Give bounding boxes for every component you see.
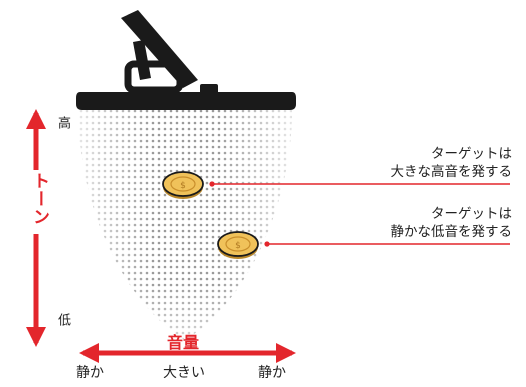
- tone-low-label: 低: [55, 313, 70, 326]
- callout-line1: ターゲットは: [431, 146, 512, 162]
- svg-text:$: $: [180, 181, 186, 191]
- tone-high-label: 高: [55, 116, 70, 129]
- tone-axis-arrow: [26, 109, 46, 347]
- callout-line1: ターゲットは: [431, 206, 512, 222]
- coin-icon: $: [217, 231, 259, 259]
- metal-detector-coil-icon: [76, 10, 296, 110]
- volume-left-label: 静か: [76, 365, 104, 381]
- callout-lines: [209, 181, 510, 247]
- tone-axis-title: トーン: [29, 172, 49, 226]
- volume-axis-title: 音量: [167, 333, 200, 352]
- coin-icon: $: [162, 171, 204, 199]
- callout-line2: 静かな低音を発する: [390, 224, 513, 240]
- detection-field: [78, 108, 292, 340]
- callout-line2: 大きな高音を発する: [390, 164, 513, 180]
- callout-low-tone: ターゲットは 静かな低音を発する: [391, 205, 513, 241]
- callout-high-tone: ターゲットは 大きな高音を発する: [391, 145, 513, 181]
- svg-text:$: $: [235, 241, 241, 251]
- volume-right-label: 静か: [258, 365, 286, 381]
- volume-center-label: 大きい: [163, 365, 205, 381]
